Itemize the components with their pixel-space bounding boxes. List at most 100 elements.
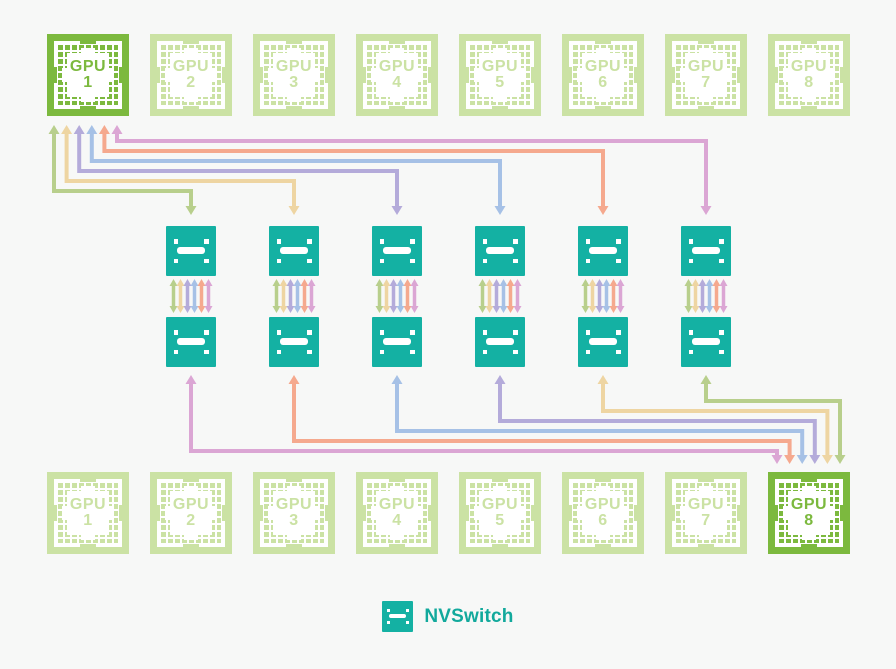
link-switchpair-3-lane-6-arrowhead (410, 306, 419, 313)
switch-dot (719, 258, 724, 263)
switch-dot (379, 330, 384, 335)
label-tab (165, 68, 171, 82)
chip-tab (389, 39, 405, 44)
switch-dot (204, 349, 209, 354)
gpu-label-text: GPU (790, 495, 828, 513)
link-switchpair-3-lane-4-arrowhead (396, 306, 405, 313)
switch-dot (307, 258, 312, 263)
gpu-label-text: GPU (275, 495, 313, 513)
chip-tab (222, 505, 227, 521)
switch-dot (482, 330, 487, 335)
chip-tab (595, 39, 611, 44)
chip-tab (389, 106, 405, 111)
chip-tab (698, 477, 714, 482)
link-switchpair-5-lane-1-arrowhead (581, 306, 590, 313)
gpu-label-text: GPU (584, 57, 622, 75)
link-switchpair-2-lane-4-arrowhead (293, 306, 302, 313)
switch-bar-glyph (485, 338, 514, 345)
legend: NVSwitch (0, 601, 896, 632)
label-tab (783, 506, 789, 520)
chip-tab (80, 477, 96, 482)
gpu-number-text: 3 (289, 74, 299, 91)
chip-tab (183, 106, 199, 111)
chip-tab (325, 505, 330, 521)
link-gpu1-to-nvswitch-top-5 (102, 133, 605, 207)
gpu-label-text: GPU (790, 57, 828, 75)
link-switchpair-1-lane-1-arrowhead (169, 279, 178, 286)
chip-tab (492, 477, 508, 482)
switch-dot (173, 239, 178, 244)
chip-tab (567, 67, 572, 83)
switch-dot (204, 330, 209, 335)
gpu-label-text: GPU (687, 57, 725, 75)
label-tab (390, 534, 404, 540)
link-switchpair-3-lane-2-arrowhead (382, 279, 391, 286)
label-tab (520, 506, 526, 520)
link-switchpair-1-lane-4-arrowhead (190, 279, 199, 286)
link-gpu1-to-nvswitch-top-1-arrowhead (185, 206, 197, 215)
gpu-number-text: 1 (83, 74, 93, 91)
chip-tab (183, 544, 199, 549)
label-tab (390, 486, 404, 492)
label-tab (493, 486, 507, 492)
switch-dot (173, 330, 178, 335)
switch-bar-glyph (691, 247, 720, 254)
label-tab (268, 68, 274, 82)
nvswitch-top-6 (681, 226, 731, 276)
link-switchpair-6-lane-2-arrowhead (691, 306, 700, 313)
link-switchpair-2-lane-6-arrowhead (307, 279, 316, 286)
label-tab (699, 48, 713, 54)
nvswitch-bottom-4 (475, 317, 525, 367)
switch-dot (387, 609, 390, 612)
chip-tab (773, 67, 778, 83)
chip-tab (119, 67, 124, 83)
label-tab (802, 48, 816, 54)
link-switchpair-6-lane-4-arrowhead (705, 279, 714, 286)
label-tab (802, 486, 816, 492)
link-switchpair-1-lane-3-arrowhead (183, 279, 192, 286)
link-switchpair-2-lane-3-arrowhead (286, 306, 295, 313)
label-tab (184, 96, 198, 102)
switch-dot (688, 239, 693, 244)
link-switchpair-4-lane-6-arrowhead (513, 306, 522, 313)
chip-tab (773, 505, 778, 521)
link-gpu8-to-nvswitch-bottom-3 (395, 383, 805, 455)
switch-bar-glyph (382, 247, 411, 254)
label-tab (62, 68, 68, 82)
switch-bar-glyph (382, 338, 411, 345)
gpu-label-text: GPU (378, 495, 416, 513)
switch-dot (719, 239, 724, 244)
switch-bar-glyph (176, 338, 205, 345)
link-switchpair-5-lane-2-arrowhead (588, 279, 597, 286)
link-switchpair-5-lane-5-arrowhead (609, 279, 618, 286)
link-gpu8-to-nvswitch-bottom-5-arrowhead (821, 455, 833, 464)
switch-dot (482, 239, 487, 244)
label-tab (596, 486, 610, 492)
legend-label: NVSwitch (424, 605, 514, 627)
chip-tab (567, 505, 572, 521)
chip-tab (155, 505, 160, 521)
switch-dot (405, 609, 409, 612)
link-switchpair-1-lane-2-arrowhead (176, 306, 185, 313)
switch-dot (482, 258, 487, 263)
gpu-label-text: GPU (275, 57, 313, 75)
nvswitch-top-2 (269, 226, 319, 276)
nvswitch-bottom-6 (681, 317, 731, 367)
chip-tab (698, 544, 714, 549)
switch-dot (276, 349, 281, 354)
link-gpu8-to-nvswitch-bottom-1-arrowhead (771, 455, 783, 464)
gpu-label-text: GPU (172, 57, 210, 75)
switch-dot (585, 330, 590, 335)
switch-bar-glyph (279, 247, 308, 254)
link-gpu8-to-nvswitch-bottom-6-arrowhead (700, 375, 712, 384)
